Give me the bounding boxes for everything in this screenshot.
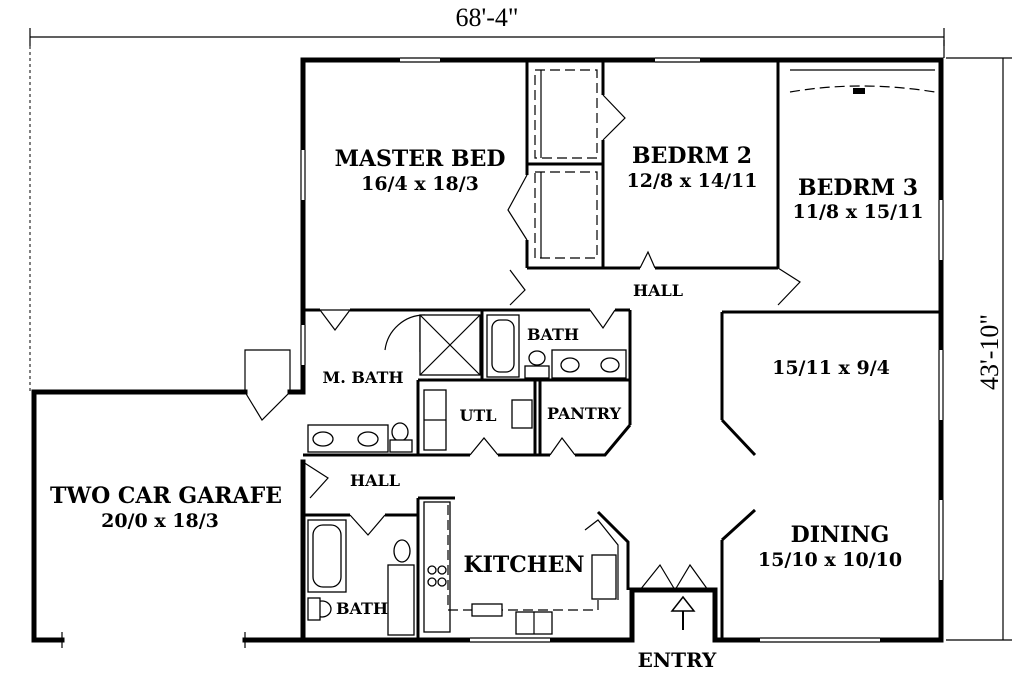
bedroom-3-size: 11/8 x 15/11 xyxy=(793,201,924,223)
kitchen-label: KITCHEN xyxy=(464,552,585,578)
dining-label: DINING xyxy=(791,522,890,548)
upper-hall-label: HALL xyxy=(633,281,683,300)
overall-depth-dimension xyxy=(946,57,1012,641)
windows xyxy=(299,56,945,644)
overall-width-dimension xyxy=(29,28,945,392)
garage-label: TWO CAR GARAFE xyxy=(50,483,282,509)
garage-size: 20/0 x 18/3 xyxy=(101,510,219,532)
bedroom-3-label: BEDRM 3 xyxy=(798,175,918,201)
pantry-label: PANTRY xyxy=(547,404,622,423)
master-bed-label: MASTER BED xyxy=(335,146,506,172)
bath-2-label: BATH xyxy=(336,599,388,618)
bath-label: BATH xyxy=(527,325,579,344)
overall-width-label: 68'-4" xyxy=(456,3,519,32)
closets xyxy=(534,69,936,259)
garage-door-opening xyxy=(61,632,246,648)
master-bed-size: 16/4 x 18/3 xyxy=(361,173,479,195)
dining-size: 15/10 x 10/10 xyxy=(758,549,902,571)
interior-walls xyxy=(303,60,941,640)
utility-label: UTL xyxy=(459,406,496,425)
family-room-size: 15/11 x 9/4 xyxy=(772,357,890,379)
overall-depth-label: 43'-10" xyxy=(975,314,1004,390)
master-bath-label: M. BATH xyxy=(323,368,404,387)
bedroom-2-size: 12/8 x 14/11 xyxy=(627,170,758,192)
entry-label: ENTRY xyxy=(638,648,717,672)
fixtures xyxy=(307,314,627,636)
entry-arrow-icon xyxy=(670,595,696,630)
bedroom-2-label: BEDRM 2 xyxy=(632,143,752,169)
lower-hall-label: HALL xyxy=(350,471,400,490)
